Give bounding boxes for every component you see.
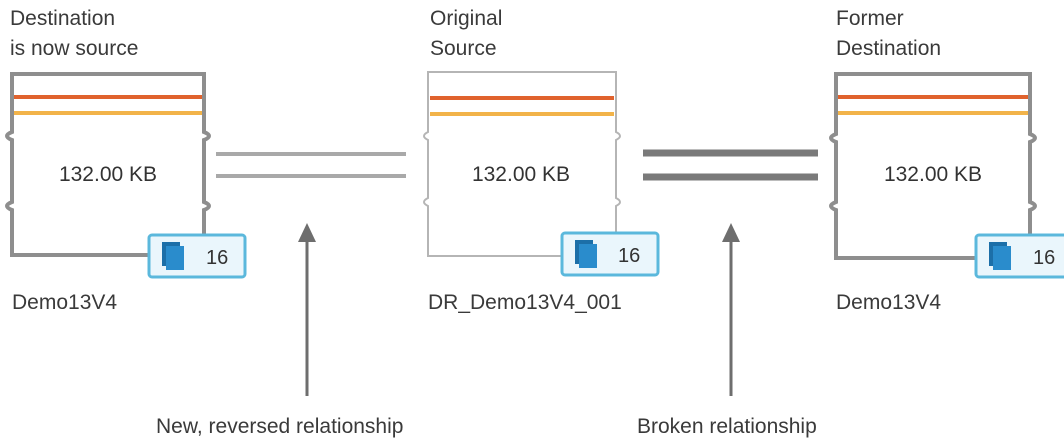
volume-1-caption-line1: Destination — [10, 7, 116, 30]
volume-2-caption-line2: Source — [430, 37, 497, 60]
volume-2-caption: Original Source — [430, 4, 502, 64]
volume-2-name: DR_Demo13V4_001 — [428, 291, 622, 314]
volume-1-caption-line2: is now source — [10, 37, 139, 60]
volume-3-caption-line2: Destination — [836, 37, 942, 60]
volume-1-caption: Destination is now source — [10, 4, 138, 64]
volume-2-size: 132.00 KB — [472, 163, 570, 186]
snapshot-copy-icon — [162, 242, 184, 270]
broken-relationship-connector[interactable] — [643, 149, 818, 181]
snapshot-copy-icon — [575, 240, 597, 268]
volume-3-caption: Former Destination — [836, 4, 941, 64]
volume-1-name: Demo13V4 — [12, 291, 118, 314]
volume-3-caption-line1: Former — [836, 7, 904, 30]
reversed-relationship-arrow-icon — [298, 223, 316, 396]
volume-1-size: 132.00 KB — [59, 163, 157, 186]
reversed-relationship-label: New, reversed relationship — [156, 415, 404, 438]
volume-1[interactable]: 132.00 KB 16 — [5, 72, 247, 279]
volume-3-size: 132.00 KB — [884, 163, 982, 186]
reversed-relationship-connector[interactable] — [216, 152, 406, 178]
broken-relationship-arrow-icon — [722, 223, 740, 396]
volume-3-snapshot-badge[interactable]: 16 — [974, 233, 1064, 279]
volume-2[interactable]: 132.00 KB 16 — [423, 71, 660, 277]
volume-1-snapshot-count: 16 — [206, 247, 228, 269]
volume-3-name: Demo13V4 — [836, 291, 942, 314]
volume-3[interactable]: 132.00 KB 16 — [829, 72, 1064, 279]
volume-2-snapshot-count: 16 — [618, 245, 640, 267]
volume-3-snapshot-count: 16 — [1033, 247, 1055, 269]
volume-2-caption-line1: Original — [430, 7, 503, 30]
snapshot-copy-icon — [989, 242, 1011, 270]
volume-2-snapshot-badge[interactable]: 16 — [560, 231, 660, 277]
broken-relationship-label: Broken relationship — [637, 415, 817, 438]
volume-1-snapshot-badge[interactable]: 16 — [147, 233, 247, 279]
